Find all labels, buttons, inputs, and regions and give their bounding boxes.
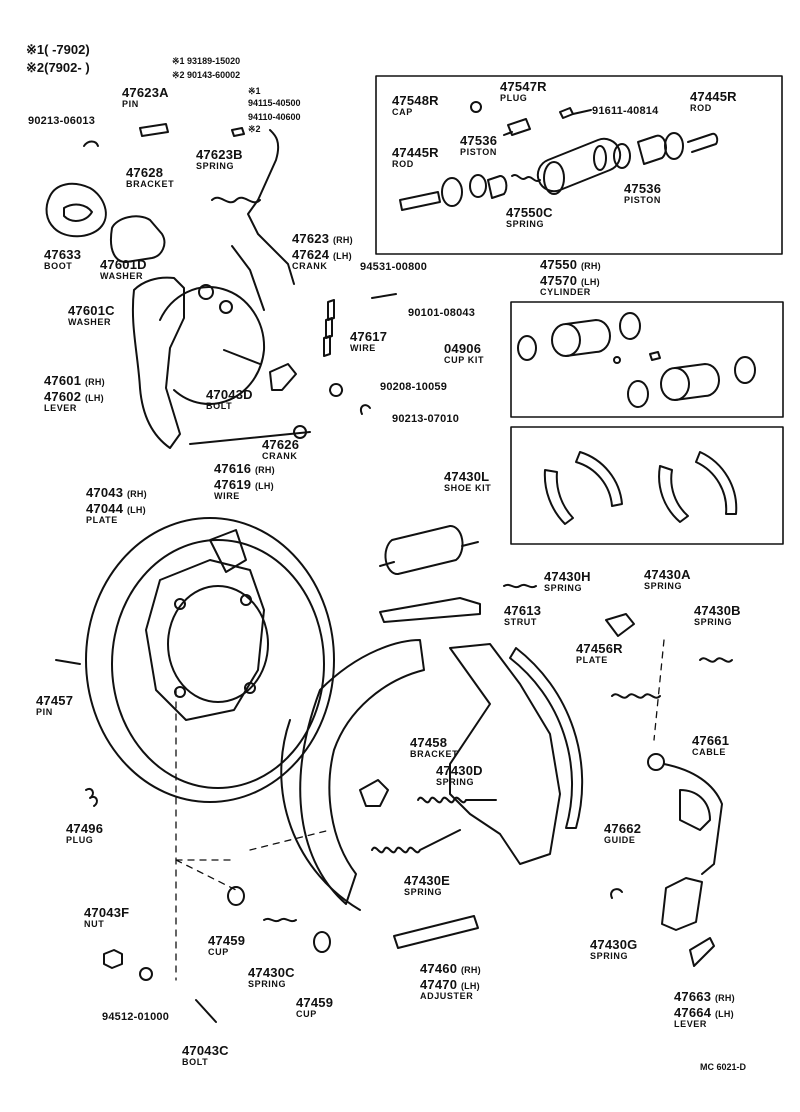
note-ref-2: ※2 90143-60002 [172,70,241,80]
wheel-cylinder-box [375,75,783,255]
part-label: 90213-07010 [392,413,460,425]
part-label: 94512-01000 [102,1011,170,1023]
shoe-kit-box [510,426,784,545]
part-label: 47602 (LH)LEVER [44,389,104,413]
part-label: 47663 (RH) [674,989,735,1004]
part-label: 94531-00800 [360,261,428,273]
part-label: 47550 (RH) [540,257,601,272]
part-label: 47619 (LH)WIRE [214,477,274,501]
wheel-cylinder-parts [399,101,719,211]
part-label: 47470 (LH)ADJUSTER [420,977,480,1001]
part-label: 47601 (RH) [44,373,105,388]
part-label: 90101-08043 [408,307,476,319]
part-label: 90208-10059 [380,381,448,393]
note-ref-1: ※1 93189-15020 [172,56,241,66]
note-range-2: ※2(7902- ) [26,60,90,75]
part-label: 47043 (RH) [86,485,147,500]
part-label: 47460 (RH) [420,961,481,976]
part-label: 91611-40814 [592,105,659,117]
backing-plate [85,517,335,803]
note-ref-3-mark: ※1 [248,86,261,96]
part-label: 90213-06013 [28,115,96,127]
shoe-kit-parts [543,451,738,525]
footer-code: MC 6021-D [700,1062,747,1072]
part-label: 47044 (LH)PLATE [86,501,146,525]
cup-kit-parts [517,312,756,408]
part-label: 47570 (LH)CYLINDER [540,273,600,297]
part-label: 47664 (LH)LEVER [674,1005,734,1029]
parking-brake-parts [45,123,397,449]
note-ref-3b: 94110-40600 [248,112,301,122]
brake-shoes [280,639,584,911]
wheel-cylinder-assembled [379,524,479,576]
part-label: 47624 (LH)CRANK [292,247,352,271]
note-ref-3a: 94115-40500 [248,98,301,108]
part-label: 47623 (RH) [292,231,353,246]
cup-kit-box [510,301,784,418]
note-range-1: ※1( -7902) [26,42,90,57]
note-ref-3-mark2: ※2 [248,124,261,134]
part-label: 47616 (RH) [214,461,275,476]
